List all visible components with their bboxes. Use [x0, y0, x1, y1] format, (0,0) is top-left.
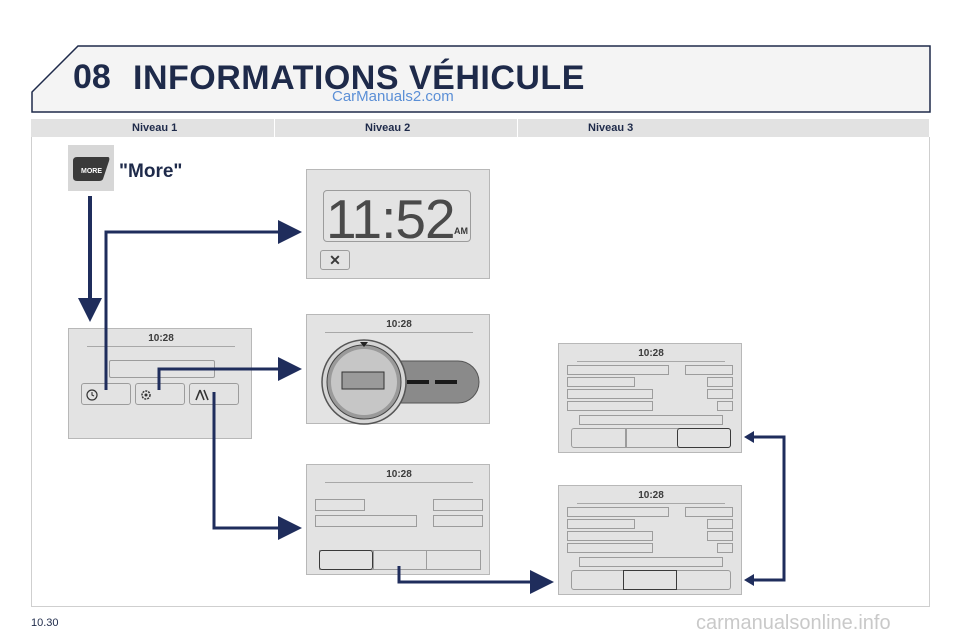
level1-screen: 10:28 [68, 328, 252, 439]
clock-display-frame [323, 190, 471, 242]
clock-time: 11:52 [326, 188, 456, 250]
more-button-icon: MORE [73, 157, 110, 181]
setting-field[interactable] [707, 519, 733, 529]
setting-field[interactable] [567, 401, 653, 411]
screen-time: 10:28 [386, 469, 412, 480]
header-banner [31, 45, 931, 113]
setting-field[interactable] [685, 507, 733, 517]
clock-icon [86, 389, 98, 401]
screen-time: 10:28 [638, 490, 664, 501]
gear-icon [141, 390, 151, 400]
clock-ampm: AM [454, 226, 468, 236]
more-caption: "More" [119, 161, 183, 182]
setting-field[interactable] [717, 401, 733, 411]
column-label-level-2: Niveau 2 [365, 122, 411, 134]
screen-time: 10:28 [148, 333, 174, 344]
setting-field[interactable] [685, 365, 733, 375]
setting-field[interactable] [707, 389, 733, 399]
chapter-title: INFORMATIONS VÉHICULE [133, 59, 585, 97]
screen-divider [577, 503, 725, 504]
svg-text:MORE: MORE [81, 168, 102, 175]
setting-field[interactable] [567, 389, 653, 399]
dial-screen: 10:28 [306, 314, 490, 425]
dial-graphic [321, 339, 480, 425]
info-field [109, 360, 215, 378]
screen-divider [325, 482, 473, 483]
setting-field[interactable] [315, 499, 365, 511]
screen-time: 10:28 [638, 348, 664, 359]
column-divider [517, 119, 518, 137]
screen-time: 10:28 [386, 319, 412, 330]
clock-screen [306, 169, 490, 279]
setting-field[interactable] [567, 519, 635, 529]
tab-divider [625, 428, 627, 448]
screen-divider [87, 346, 235, 347]
setting-field[interactable] [717, 543, 733, 553]
setting-field[interactable] [707, 531, 733, 541]
close-button[interactable]: ✕ [320, 250, 350, 270]
road-icon [195, 389, 209, 401]
column-label-level-3: Niveau 3 [588, 122, 634, 134]
setting-field[interactable] [567, 507, 669, 517]
setting-field[interactable] [433, 499, 483, 511]
tab-selected[interactable] [677, 428, 731, 448]
tab-selected[interactable] [319, 550, 373, 570]
clock-button[interactable] [81, 383, 131, 405]
footer-watermark[interactable]: carmanualsonline.info [696, 612, 891, 634]
setting-field[interactable] [433, 515, 483, 527]
screen-divider [577, 361, 725, 362]
more-button-thumbnail[interactable]: MORE [68, 145, 114, 191]
setting-field[interactable] [707, 377, 733, 387]
tab-selected[interactable] [623, 570, 677, 590]
level3-screen-a: 10:28 [558, 343, 742, 453]
column-label-level-1: Niveau 1 [132, 122, 178, 134]
setting-field[interactable] [567, 377, 635, 387]
settings-button[interactable] [135, 383, 185, 405]
setting-field[interactable] [579, 557, 723, 567]
close-icon: ✕ [329, 252, 341, 268]
page-number: 10.30 [31, 617, 59, 629]
setting-field[interactable] [567, 365, 669, 375]
settings-screen: 10:28 [306, 464, 490, 575]
diagram-area [31, 137, 930, 607]
setting-field[interactable] [567, 543, 653, 553]
column-divider [274, 119, 275, 137]
watermark-link[interactable]: CarManuals2.com [332, 88, 454, 105]
level3-screen-b: 10:28 [558, 485, 742, 595]
road-info-button[interactable] [189, 383, 239, 405]
column-header-bar [31, 119, 929, 137]
chapter-number: 08 [73, 58, 111, 96]
tab[interactable] [373, 550, 427, 570]
screen-divider [325, 332, 473, 333]
setting-field[interactable] [315, 515, 417, 527]
setting-field[interactable] [567, 531, 653, 541]
setting-field[interactable] [579, 415, 723, 425]
